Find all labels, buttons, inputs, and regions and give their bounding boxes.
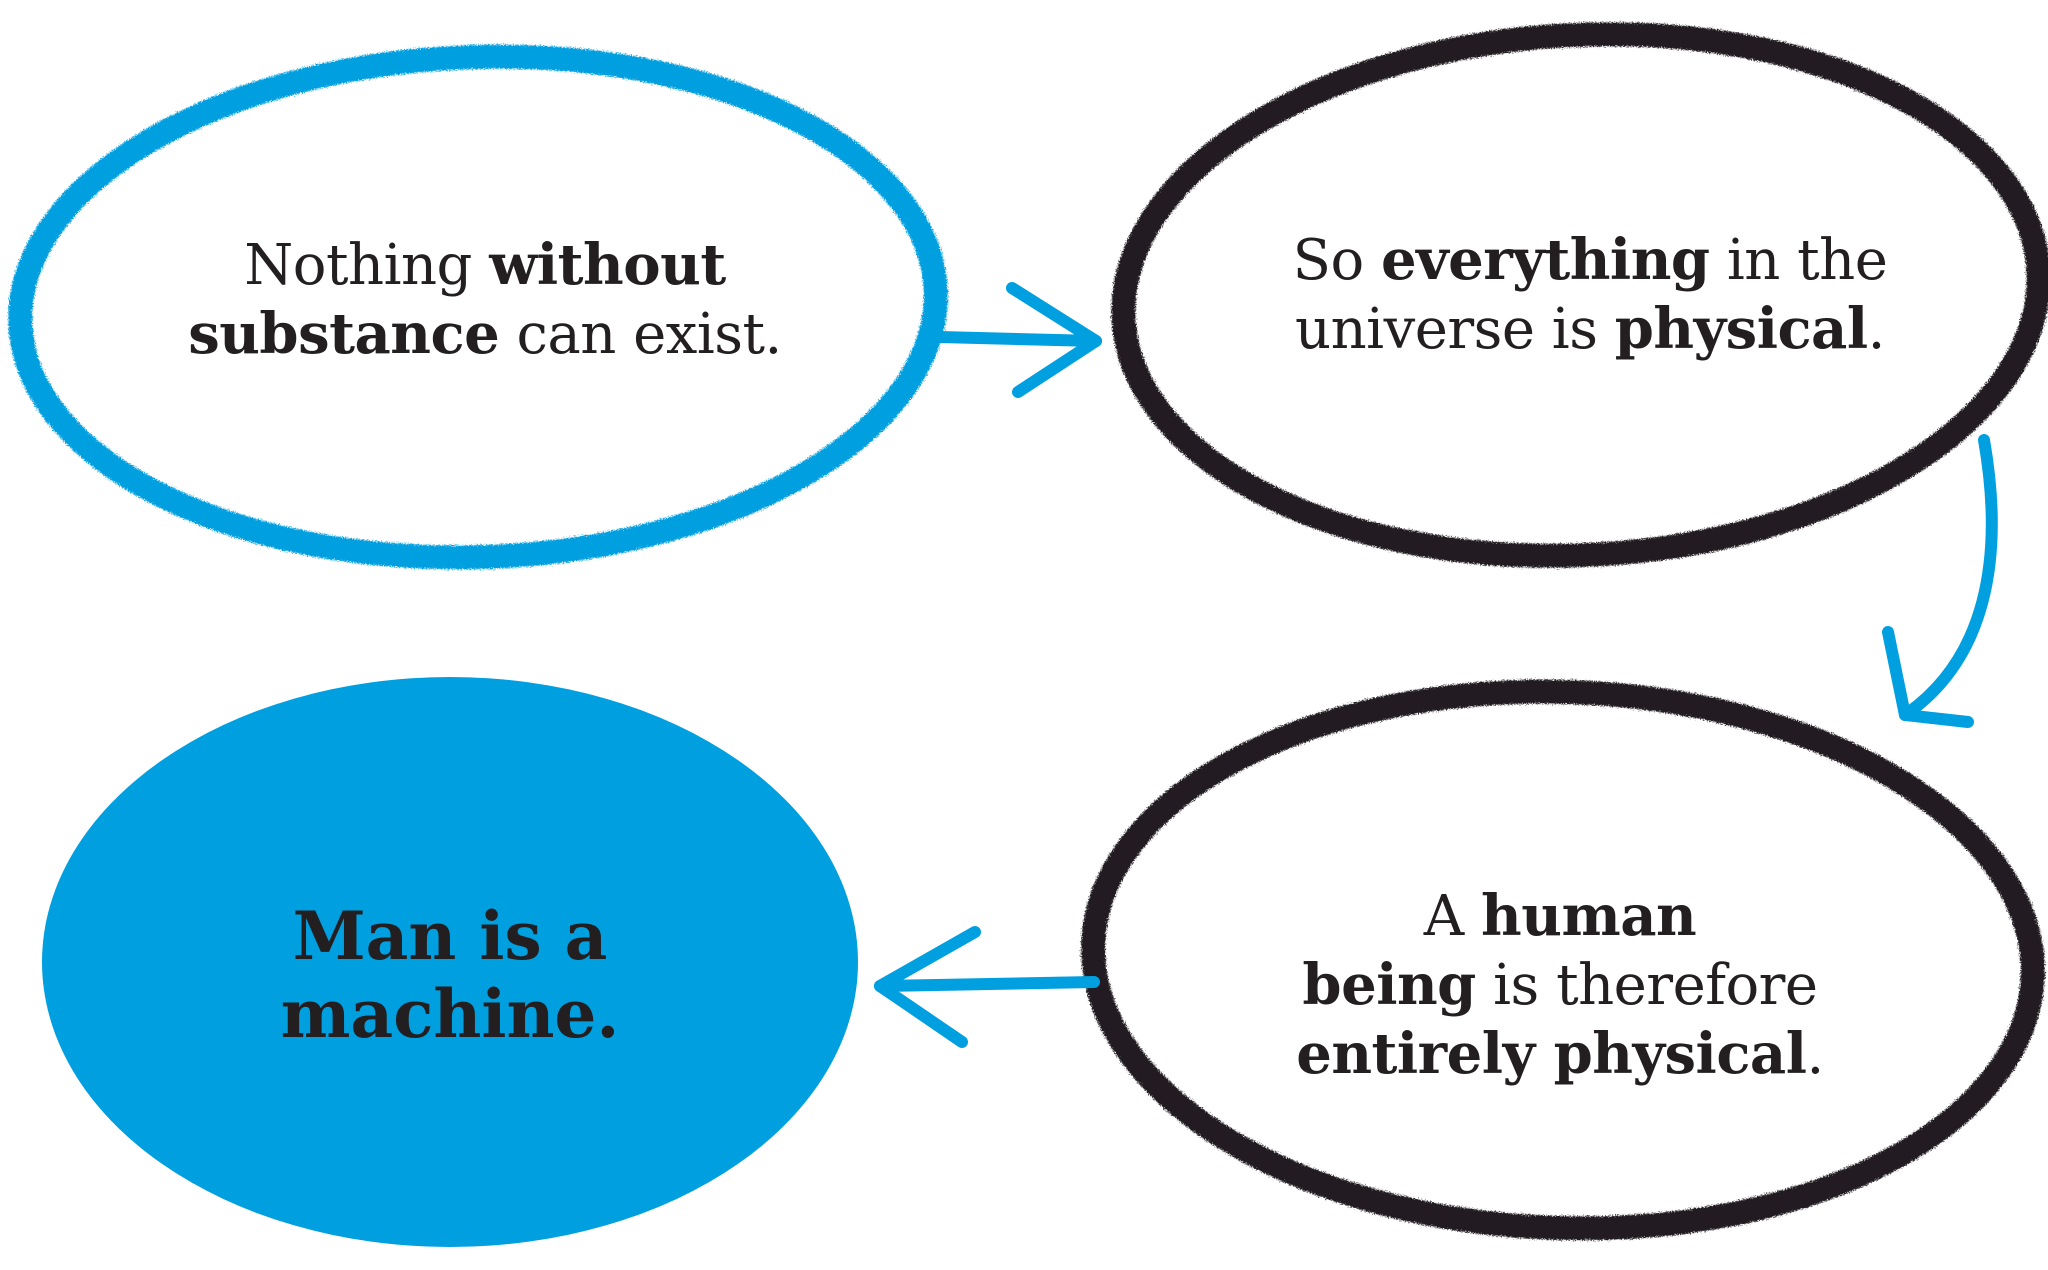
premise-2-ellipse [1111, 22, 2048, 568]
text-line: A human [1296, 882, 1824, 951]
arrow-1-head [1006, 282, 1102, 398]
plain-text: is therefore [1475, 952, 1818, 1018]
text-line: being is therefore [1296, 951, 1824, 1020]
plain-text: . [1867, 297, 1886, 362]
premise-3-ellipse [1081, 679, 2045, 1241]
arrow-3-head [874, 926, 981, 1048]
text-line: entirely physical. [1296, 1020, 1824, 1089]
text-line: machine. [281, 975, 620, 1053]
emphasis-text: entirely physical [1296, 1020, 1807, 1087]
arrow-2-head [1882, 626, 1974, 728]
plain-text: A [1423, 883, 1482, 949]
arrow-3-shaft [874, 976, 1100, 992]
arrow-2-to-3 [1882, 434, 1998, 728]
emphasis-text: substance [188, 301, 500, 367]
emphasis-text: Man is a [292, 897, 608, 975]
plain-text: . [1806, 1021, 1824, 1087]
text-line: universe is physical. [1293, 295, 1888, 364]
arrow-1-to-2 [934, 282, 1102, 398]
arrow-2-shaft [1899, 434, 1998, 721]
text-line: substance can exist. [188, 300, 782, 369]
emphasis-text: human [1481, 882, 1697, 949]
arrow-1-shaft [934, 331, 1102, 347]
plain-text: So [1292, 228, 1381, 293]
emphasis-text: without [489, 232, 726, 298]
text-line: Man is a [281, 897, 620, 975]
conclusion-ellipse [42, 677, 858, 1247]
arrow-3-to-4 [874, 926, 1100, 1048]
text-line: Nothing without [188, 231, 782, 300]
plain-text: Nothing [244, 233, 490, 298]
plain-text: universe is [1295, 297, 1615, 362]
premise-1-ellipse [8, 44, 948, 570]
plain-text: in the [1709, 228, 1888, 293]
emphasis-text: physical [1614, 296, 1868, 362]
emphasis-text: being [1302, 951, 1476, 1018]
emphasis-text: machine. [280, 975, 620, 1053]
text-line: So everything in the [1293, 226, 1888, 295]
plain-text: can exist. [499, 302, 783, 367]
emphasis-text: everything [1381, 227, 1710, 293]
